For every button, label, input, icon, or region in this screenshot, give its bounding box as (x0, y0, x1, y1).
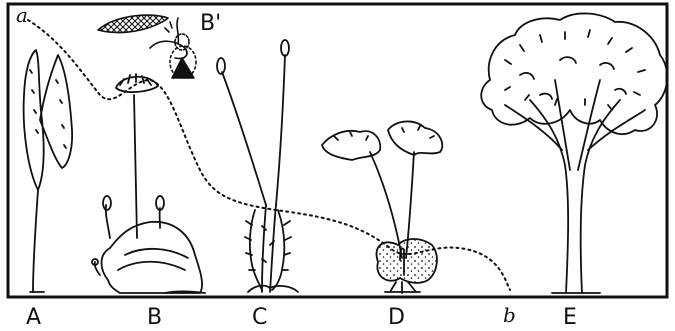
specimen-D-fern-prothallus (322, 121, 442, 293)
label-A: A (26, 305, 41, 330)
specimen-B-liverwort (92, 74, 205, 293)
label-B-prime: B' (200, 11, 221, 36)
label-C: C (252, 305, 267, 330)
specimen-E-tree (481, 13, 667, 293)
dotted-lineage-line (28, 20, 510, 290)
label-D: D (388, 305, 405, 330)
label-B: B (147, 305, 162, 330)
label-b: b (503, 303, 516, 327)
specimen-A-thallus (24, 50, 73, 292)
label-E: E (563, 305, 577, 330)
specimen-B-prime-inset (98, 15, 196, 78)
specimen-C-moss (217, 40, 298, 292)
label-a: a (16, 3, 28, 27)
